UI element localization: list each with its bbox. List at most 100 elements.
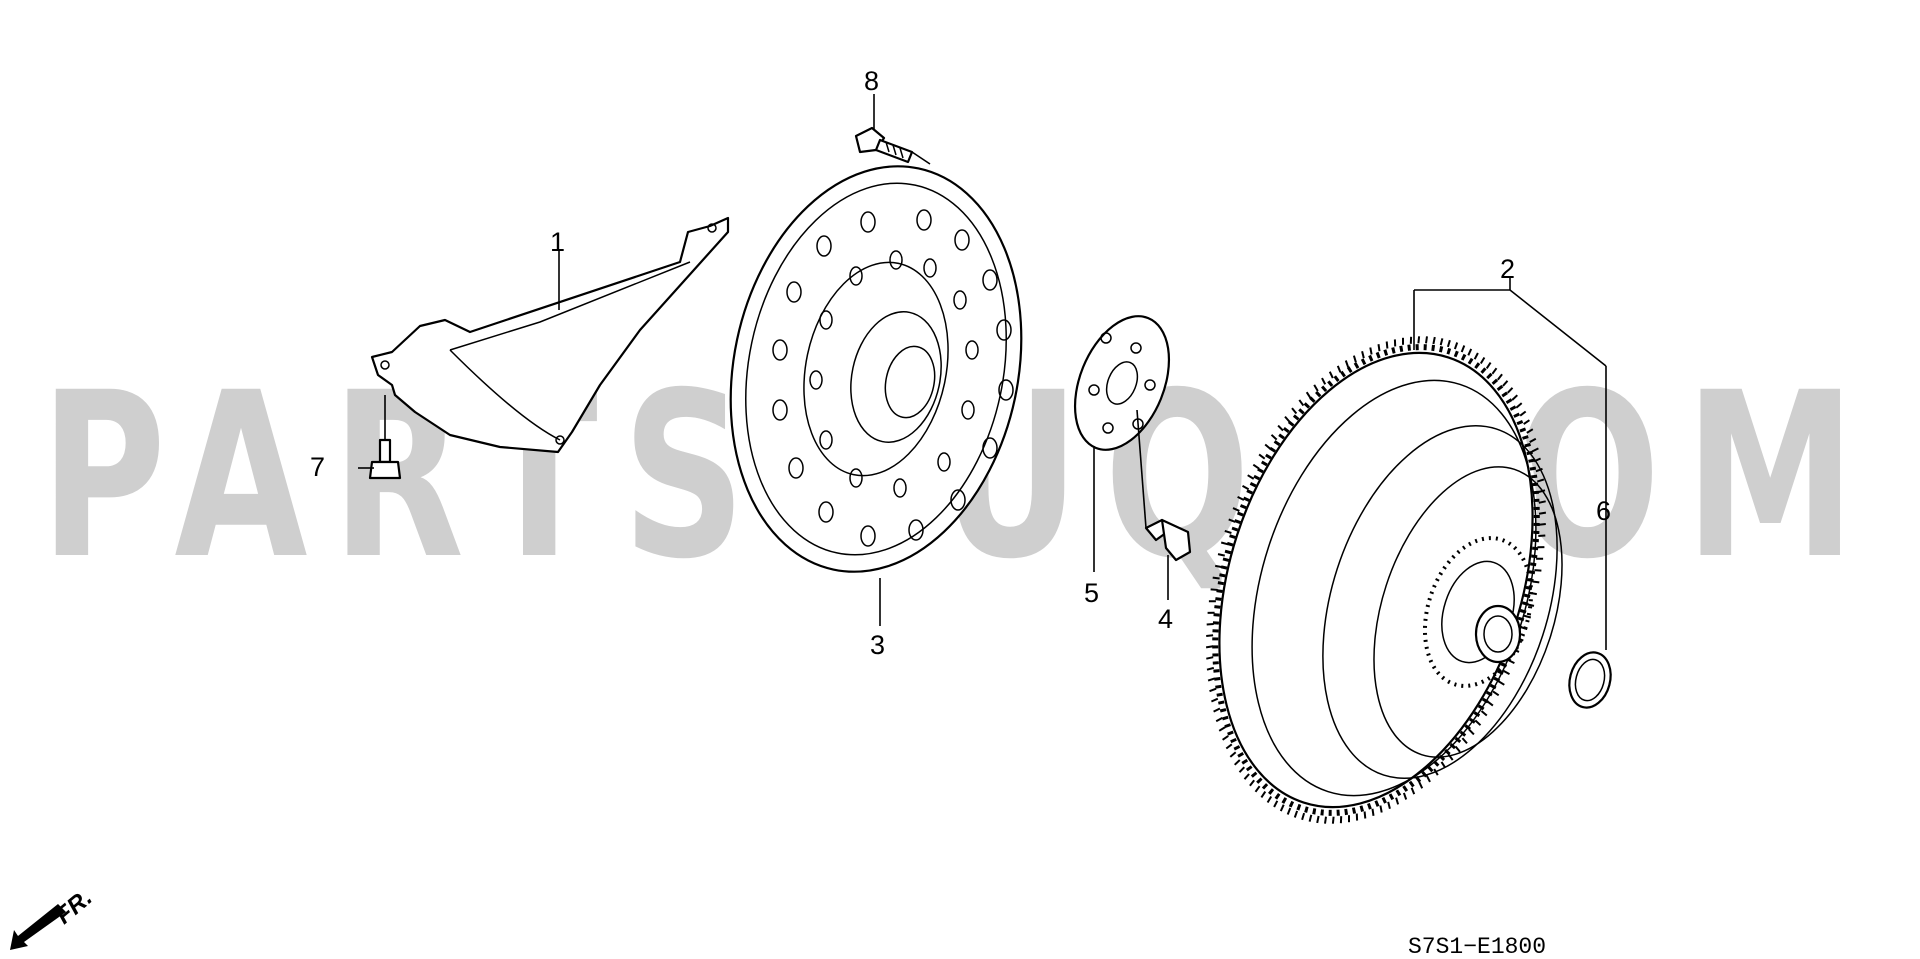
gear-tooth <box>1446 339 1451 348</box>
callout-4[interactable]: 4 <box>1158 604 1173 634</box>
gear-tooth <box>1352 355 1357 363</box>
gear-tooth <box>1502 380 1509 387</box>
gear-tooth <box>1432 336 1436 345</box>
gear-tooth <box>1538 500 1546 504</box>
gear-tooth <box>1264 443 1272 450</box>
part-3-drive-plate[interactable] <box>694 139 1057 599</box>
gear-tooth <box>1273 800 1279 808</box>
part-1-cover-plate[interactable] <box>370 216 730 454</box>
gear-tooth <box>1467 348 1473 356</box>
gear-tooth <box>1206 666 1215 671</box>
gear-tooth <box>1369 347 1373 355</box>
part-8-bolt[interactable] <box>854 126 914 164</box>
callout-6[interactable]: 6 <box>1596 496 1611 526</box>
gear-tooth <box>1266 795 1273 804</box>
callout-5[interactable]: 5 <box>1084 578 1099 608</box>
gear-tooth <box>1532 580 1540 584</box>
gear-tooth <box>1417 336 1421 344</box>
gear-tooth <box>1321 377 1327 385</box>
gear-tooth <box>1534 569 1542 572</box>
gear-tooth <box>1480 710 1488 717</box>
gear-tooth <box>1279 804 1285 812</box>
gear-tooth <box>1379 805 1383 813</box>
gear-tooth <box>1242 485 1250 491</box>
gear-tooth <box>1313 384 1319 392</box>
gear-tooth <box>1298 399 1305 407</box>
gear-tooth <box>1206 656 1214 660</box>
callout-7[interactable]: 7 <box>310 452 325 482</box>
callout-3[interactable]: 3 <box>870 630 885 660</box>
gear-tooth <box>1254 785 1261 793</box>
gear-tooth <box>1385 341 1389 349</box>
gear-tooth <box>1523 419 1530 425</box>
gear-tooth <box>1474 719 1482 726</box>
gear-tooth <box>1536 478 1545 483</box>
gear-tooth <box>1222 735 1229 741</box>
gear-tooth <box>1538 534 1546 537</box>
gear-tooth <box>1228 518 1236 523</box>
gear-tooth <box>1316 815 1320 824</box>
gear-tooth <box>1258 453 1266 460</box>
gear-tooth <box>1213 707 1221 713</box>
gear-tooth <box>1439 338 1444 346</box>
gear-tooth <box>1460 345 1466 353</box>
gear-tooth <box>1479 356 1486 365</box>
gear-tooth <box>1234 759 1241 766</box>
gear-tooth <box>1461 737 1468 745</box>
gear-tooth <box>1402 792 1408 800</box>
gear-tooth <box>1215 564 1223 569</box>
gear-tooth <box>1486 700 1494 707</box>
part-7-bolt[interactable] <box>368 438 402 480</box>
gear-tooth <box>1473 352 1479 360</box>
gear-tooth <box>1247 474 1255 480</box>
gear-tooth <box>1454 745 1461 753</box>
gear-tooth <box>1511 394 1518 401</box>
gear-tooth <box>1207 677 1216 682</box>
gear-tooth <box>1492 690 1500 697</box>
gear-tooth <box>1277 424 1284 432</box>
callout-8[interactable]: 8 <box>864 66 879 96</box>
gear-tooth <box>1344 360 1350 368</box>
gear-tooth <box>1395 797 1400 805</box>
gear-tooth <box>1538 511 1547 515</box>
gear-tooth <box>1308 814 1313 822</box>
part-2-torque-converter[interactable] <box>1159 305 1599 854</box>
gear-tooth <box>1291 407 1298 415</box>
gear-tooth <box>1212 576 1220 580</box>
gear-tooth <box>1205 645 1214 649</box>
callout-2[interactable]: 2 <box>1500 254 1515 284</box>
gear-tooth <box>1506 387 1514 394</box>
gear-tooth <box>1210 697 1219 703</box>
part-6-o-ring[interactable] <box>1563 648 1616 712</box>
gear-tooth <box>1301 812 1306 821</box>
gear-tooth <box>1497 373 1503 381</box>
ring-gear-teeth <box>1205 336 1547 824</box>
gear-tooth <box>1361 351 1365 359</box>
gear-tooth <box>1387 801 1391 809</box>
gear-tooth <box>1377 344 1381 352</box>
gear-tooth <box>1215 717 1223 723</box>
gear-tooth <box>1425 336 1428 344</box>
gear-tooth <box>1260 791 1267 798</box>
gear-tooth <box>1453 342 1459 350</box>
drive-plate-holes <box>772 209 1014 547</box>
gear-tooth <box>1526 428 1534 434</box>
gear-tooth <box>1491 367 1498 375</box>
part-4-bolt[interactable] <box>1144 518 1192 562</box>
gear-tooth <box>1526 603 1535 607</box>
gear-tooth <box>1371 808 1375 816</box>
gear-tooth <box>1363 811 1367 819</box>
gear-tooth <box>1286 807 1292 815</box>
leader-lines <box>358 94 1607 650</box>
callout-1[interactable]: 1 <box>550 227 565 257</box>
gear-tooth <box>1336 365 1342 373</box>
gear-tooth <box>1206 623 1214 626</box>
gear-tooth <box>1209 687 1217 693</box>
gear-tooth <box>1238 766 1246 773</box>
gear-tooth <box>1535 467 1543 473</box>
gear-tooth <box>1485 362 1492 369</box>
gear-tooth <box>1305 391 1312 399</box>
gear-tooth <box>1270 434 1278 441</box>
gear-tooth <box>1324 816 1327 824</box>
